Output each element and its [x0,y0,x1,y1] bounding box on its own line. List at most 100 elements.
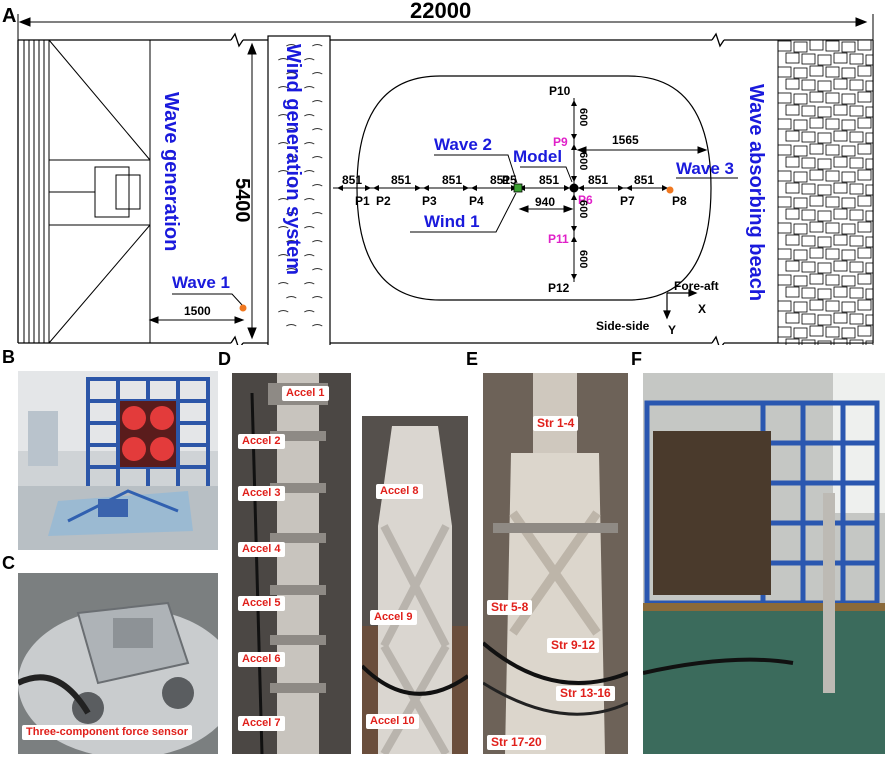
beach-block [777,92,792,104]
str-17-20-label: Str 17-20 [487,735,546,750]
beach-block [809,65,824,77]
wind-screen-mark [312,268,323,271]
probe-p1: P1 [355,194,370,208]
wave1-gauge-marker [239,304,247,312]
beach-block [817,132,832,144]
beach-block [857,143,872,155]
wind-generator-drawing [267,35,331,345]
accel-5-label: Accel 5 [238,596,285,611]
wind-screen-mark [286,72,297,75]
accel-1-label: Accel 1 [282,386,329,401]
beach-block [793,41,808,53]
wind-screen-mark [312,156,323,159]
beach-block [865,288,874,300]
beach-block [777,170,792,182]
beach-block [841,171,856,183]
beach-block [865,236,874,248]
width-dimension [247,42,257,340]
beach-block [825,222,840,234]
beach-block [801,235,816,247]
beach-block [857,221,872,233]
beach-block [865,132,874,144]
wind-screen-mark [278,254,289,257]
beach-block [849,53,864,65]
wind-screen-mark [286,268,297,271]
coordinate-axes [663,289,698,320]
accel-4-label: Accel 4 [238,542,285,557]
beach-block [857,117,872,129]
beach-block [785,234,800,246]
beach-block [857,65,872,77]
wind-screen-mark [278,170,289,173]
beach-block [841,197,856,209]
beach-block [817,288,832,300]
wind-screen-mark [312,240,323,243]
panel-d-photo-tower: Accel 1 Accel 2 Accel 3 Accel 4 Accel 5 … [232,373,351,754]
beach-block [833,182,848,194]
beach-block [857,91,872,103]
dim-851-c: 851 [442,173,462,187]
beach-block [825,274,840,286]
probe-p6: P6 [578,193,593,207]
panel-b-letter: B [2,347,15,367]
panel-f-photo [643,373,885,754]
beach-block [793,301,808,313]
wind-screen-mark [286,100,297,103]
accel-2-label: Accel 2 [238,434,285,449]
beach-block [801,261,816,273]
wave-absorbing-label: Wave absorbing beach [745,84,767,301]
accel-7-label: Accel 7 [238,716,285,731]
model-marker [569,183,579,193]
beach-block [801,287,816,299]
beach-block [777,118,792,130]
beach-block [817,54,832,66]
beach-block [777,248,792,260]
wind-screen-mark [312,212,323,215]
beach-block [793,275,808,287]
beach-block [849,131,864,143]
beach-block [841,249,856,261]
beach-block [793,171,808,183]
fore-aft-label: Fore-aft [674,279,719,293]
wind-screen-mark [304,254,315,257]
beach-block [785,338,800,345]
beach-block [841,327,856,339]
beach-block [809,273,824,285]
wind-screen-mark [304,282,315,285]
beach-block [793,67,808,79]
test-area-outline [356,75,712,301]
beach-block [849,183,864,195]
beach-block [841,67,856,79]
accel-3-label: Accel 3 [238,486,285,501]
beach-block [777,66,792,78]
beach-block [833,104,848,116]
beach-block [801,157,816,169]
beach-block [849,313,864,325]
beach-block [801,339,816,345]
basin-plan-view: 5400 Wave generation Wind generation sys… [2,0,874,345]
beach-block [809,39,824,51]
beach-block [849,339,864,345]
dim-851-a: 851 [342,173,362,187]
beach-block [817,210,832,222]
beach-block [857,195,872,207]
beach-block [809,91,824,103]
wind-screen-mark [286,44,297,47]
wind-screen-mark [286,128,297,131]
beach-block [865,262,874,274]
beach-block [849,105,864,117]
beach-block [825,40,840,52]
beach-block [801,313,816,325]
beach-block [801,53,816,65]
beach-block [833,130,848,142]
wave2-gauge-marker [513,183,523,193]
overall-length-label: 22000 [410,0,471,23]
wave3-gauge-marker [666,186,674,194]
wind-screen-mark [304,198,315,201]
dim-1500 [148,316,245,324]
beach-block [817,158,832,170]
wave1-label: Wave 1 [172,273,230,292]
beach-block [785,208,800,220]
probe-p12: P12 [548,281,570,295]
dim-851-g: 851 [634,173,654,187]
